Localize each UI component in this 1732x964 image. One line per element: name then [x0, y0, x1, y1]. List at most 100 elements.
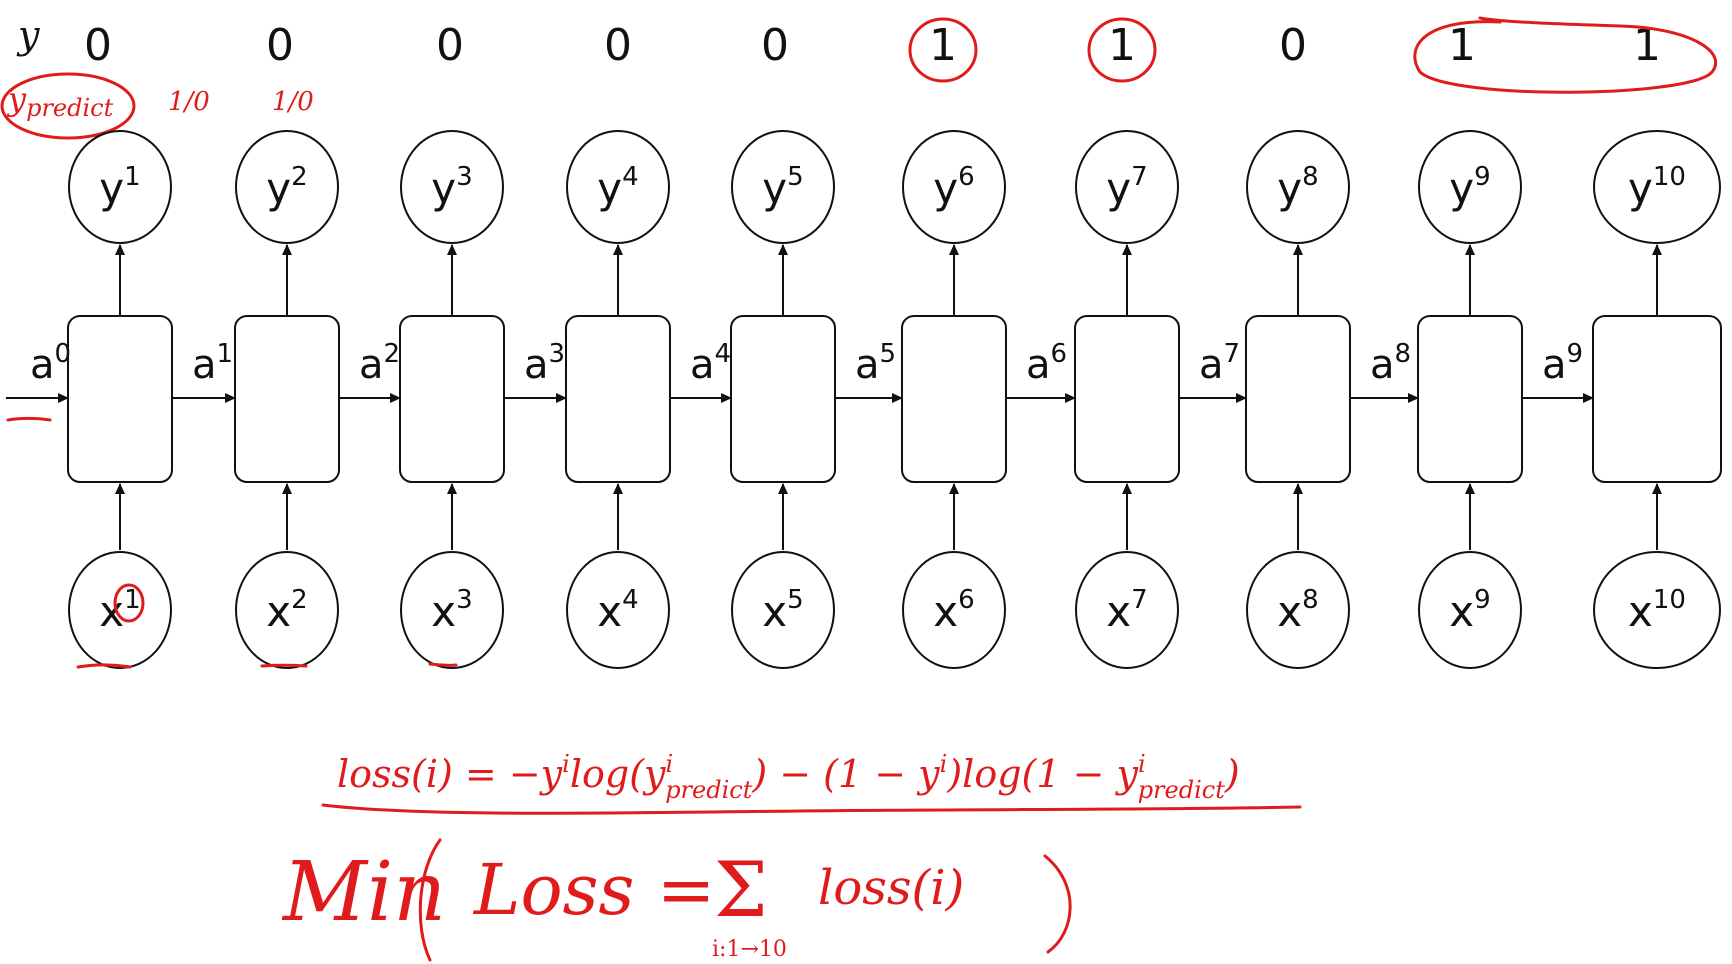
rnn-step-2: y2 x2 a1	[172, 130, 340, 669]
highlight-y6-circle	[908, 17, 978, 83]
x2-underline	[260, 663, 308, 668]
min-label: Min	[281, 845, 446, 940]
sum-range: i:1→10	[712, 937, 787, 962]
output-label-y6: y6	[933, 162, 974, 213]
output-label-y1: y1	[99, 162, 140, 213]
input-label-x5: x5	[762, 585, 803, 636]
state-label-a8: a8	[1370, 339, 1411, 388]
y-predict-circle	[0, 72, 136, 140]
output-label-y10: y10	[1628, 162, 1686, 213]
rnn-step-9: y9 x9 a8	[1350, 130, 1523, 669]
highlight-y9-y10-circle	[1413, 16, 1718, 94]
loss-term: loss(i)	[818, 860, 964, 916]
state-label-a0: a0	[30, 339, 71, 388]
state-label-a4: a4	[690, 339, 731, 388]
input-node-x9	[1418, 551, 1522, 669]
output-label-y9: y9	[1449, 162, 1490, 213]
y-value-6: 1	[929, 20, 957, 71]
input-label-x6: x6	[933, 585, 974, 636]
x3-underline	[428, 662, 458, 667]
highlight-y7-circle	[1087, 17, 1157, 83]
x1-superscript-circle	[113, 583, 145, 623]
input-label-x9: x9	[1449, 585, 1490, 636]
rnn-step-7: y7 x7 a6	[1006, 130, 1180, 669]
rnn-cell-1	[67, 315, 173, 483]
state-label-a3: a3	[524, 339, 565, 388]
x1-underline	[76, 663, 132, 669]
state-label-a6: a6	[1026, 339, 1067, 388]
state-label-a1: a1	[192, 339, 233, 388]
input-node-x1	[68, 551, 172, 669]
y-predict-label: ypredict	[6, 80, 114, 122]
rnn-cell-5	[730, 315, 836, 483]
y-row-label: y	[16, 13, 40, 57]
rnn-cell-3	[399, 315, 505, 483]
note-2: 1/0	[272, 87, 314, 117]
rnn-step-1: y1 x1 a0	[6, 130, 173, 669]
state-label-a9: a9	[1542, 339, 1583, 388]
input-node-x7	[1075, 551, 1179, 669]
rnn-step-10: y10 x10 a9	[1522, 130, 1722, 669]
output-node-y4	[566, 130, 670, 244]
rnn-step-3: y3 x3 a2	[339, 130, 505, 669]
min-open-paren	[418, 838, 442, 962]
state-label-a2: a2	[359, 339, 400, 388]
rnn-step-6: y6 x6 a5	[835, 130, 1007, 669]
input-label-x2: x2	[266, 585, 307, 636]
y-value-5: 0	[761, 20, 789, 71]
output-node-y10	[1593, 130, 1721, 244]
y-value-1: 0	[84, 20, 112, 71]
input-node-x6	[902, 551, 1006, 669]
rnn-steps: y1x1a0y2x2a1y3x3a2y4x4a3y5x5a4y6x6a5y7x7…	[6, 130, 1722, 669]
sigma-symbol: Σ	[714, 845, 768, 934]
y-value-9: 1	[1448, 20, 1476, 71]
output-node-y5	[731, 130, 835, 244]
state-label-a7: a7	[1199, 339, 1240, 388]
output-node-y3	[400, 130, 504, 244]
state-label-a5: a5	[855, 339, 896, 388]
input-node-x8	[1246, 551, 1350, 669]
input-node-x4	[566, 551, 670, 669]
input-node-x10	[1593, 551, 1721, 669]
y-value-7: 1	[1108, 20, 1136, 71]
input-label-x10: x10	[1628, 585, 1686, 636]
output-node-y9	[1418, 130, 1522, 244]
output-node-y8	[1246, 130, 1350, 244]
input-node-x3	[400, 551, 504, 669]
input-label-x4: x4	[597, 585, 638, 636]
input-label-x7: x7	[1106, 585, 1147, 636]
rnn-cell-6	[901, 315, 1007, 483]
output-label-y8: y8	[1277, 162, 1318, 213]
rnn-cell-7	[1074, 315, 1180, 483]
input-label-x8: x8	[1277, 585, 1318, 636]
rnn-step-8: y8 x8 a7	[1179, 130, 1351, 669]
note-1: 1/0	[168, 87, 210, 117]
output-node-y2	[235, 130, 339, 244]
rnn-step-5: y5 x5 a4	[670, 130, 836, 669]
input-label-x3: x3	[431, 585, 472, 636]
input-label-x1: x1	[99, 585, 140, 636]
output-label-y3: y3	[431, 162, 472, 213]
rnn-cell-10	[1592, 315, 1722, 483]
output-label-y2: y2	[266, 162, 307, 213]
rnn-cell-2	[234, 315, 340, 483]
a0-underline-mark	[6, 417, 52, 422]
rnn-cell-8	[1245, 315, 1351, 483]
output-label-y5: y5	[762, 162, 803, 213]
rnn-cell-4	[565, 315, 671, 483]
output-node-y1	[68, 130, 172, 244]
y-value-4: 0	[604, 20, 632, 71]
rnn-cell-9	[1417, 315, 1523, 483]
input-node-x2	[235, 551, 339, 669]
output-label-y7: y7	[1106, 162, 1147, 213]
output-node-y7	[1075, 130, 1179, 244]
y-value-2: 0	[266, 20, 294, 71]
input-node-x5	[731, 551, 835, 669]
y-value-3: 0	[436, 20, 464, 71]
output-node-y6	[902, 130, 1006, 244]
loss-formula-underline	[321, 803, 1302, 815]
